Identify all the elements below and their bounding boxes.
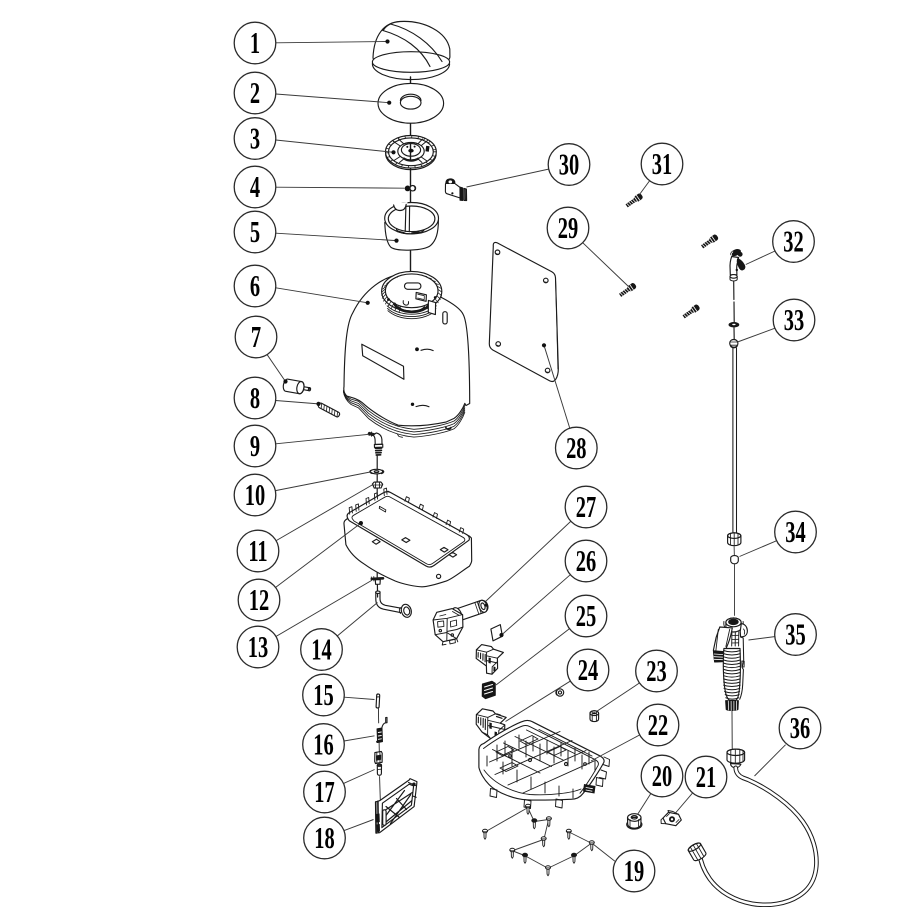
svg-text:26: 26 (576, 544, 596, 578)
svg-text:34: 34 (785, 515, 805, 549)
svg-text:22: 22 (648, 708, 668, 742)
svg-text:30: 30 (559, 147, 579, 181)
svg-text:27: 27 (576, 490, 596, 524)
svg-text:28: 28 (566, 431, 586, 465)
svg-text:23: 23 (646, 654, 666, 688)
svg-text:18: 18 (314, 821, 334, 855)
svg-text:14: 14 (311, 632, 331, 666)
svg-text:21: 21 (696, 760, 716, 794)
svg-text:33: 33 (784, 303, 804, 337)
svg-text:1: 1 (250, 26, 260, 60)
svg-text:6: 6 (250, 269, 260, 303)
svg-text:36: 36 (790, 711, 810, 745)
svg-text:29: 29 (558, 211, 578, 245)
svg-text:4: 4 (250, 170, 260, 204)
svg-text:13: 13 (248, 630, 268, 664)
svg-text:24: 24 (578, 653, 598, 687)
svg-text:20: 20 (652, 759, 672, 793)
svg-text:17: 17 (314, 775, 334, 809)
svg-text:19: 19 (624, 854, 644, 888)
svg-text:11: 11 (248, 534, 267, 568)
svg-text:2: 2 (250, 76, 260, 110)
svg-text:15: 15 (313, 678, 333, 712)
svg-text:10: 10 (245, 478, 265, 512)
svg-text:35: 35 (785, 617, 805, 651)
svg-text:16: 16 (313, 727, 333, 761)
svg-text:32: 32 (783, 224, 803, 258)
svg-text:12: 12 (249, 583, 269, 617)
svg-text:31: 31 (652, 147, 672, 181)
svg-text:7: 7 (251, 320, 261, 354)
svg-text:3: 3 (250, 121, 260, 155)
svg-text:8: 8 (250, 381, 260, 415)
svg-text:25: 25 (576, 599, 596, 633)
svg-text:5: 5 (250, 215, 260, 249)
svg-text:9: 9 (250, 429, 260, 463)
